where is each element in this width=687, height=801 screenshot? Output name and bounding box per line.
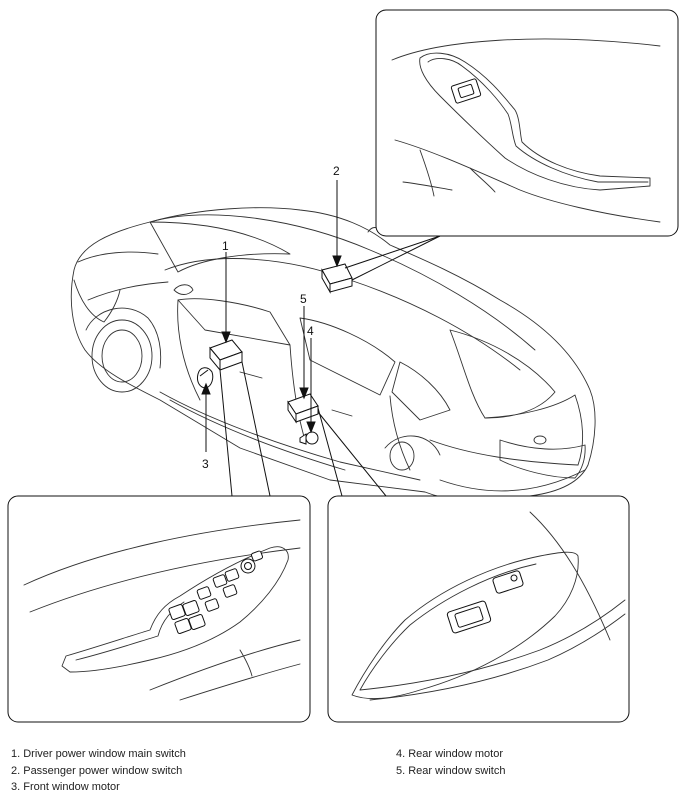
power-window-diagram: 2 1 5 4 3 xyxy=(7,9,679,723)
detail-connectors xyxy=(219,235,441,497)
callout-number-3: 3 xyxy=(202,457,209,471)
callout-number-4: 4 xyxy=(307,324,314,338)
rear-window-motor xyxy=(299,431,319,445)
callout-number-2: 2 xyxy=(333,164,340,178)
car-outline xyxy=(70,207,596,500)
detail-panel-passenger xyxy=(375,9,679,237)
legend-item-4: 4. Rear window motor xyxy=(396,748,503,760)
detail-panel-rear xyxy=(327,495,630,723)
legend-left-column: 1. Driver power window main switch 2. Pa… xyxy=(11,746,186,796)
passenger-switch-block xyxy=(321,263,353,294)
legend-right-column: 4. Rear window motor 5. Rear window swit… xyxy=(396,746,505,779)
legend-item-3: 3. Front window motor xyxy=(11,781,120,793)
callout-number-5: 5 xyxy=(300,292,307,306)
front-window-motor xyxy=(197,367,214,389)
legend-item-1: 1. Driver power window main switch xyxy=(11,748,186,760)
legend-item-2: 2. Passenger power window switch xyxy=(11,764,183,777)
callout-number-1: 1 xyxy=(222,239,229,253)
detail-panel-driver xyxy=(7,495,311,723)
driver-switch-block xyxy=(209,339,243,372)
rear-switch-block xyxy=(287,393,319,424)
legend-item-5: 5. Rear window switch xyxy=(396,764,506,777)
callout-leaders xyxy=(201,180,342,452)
